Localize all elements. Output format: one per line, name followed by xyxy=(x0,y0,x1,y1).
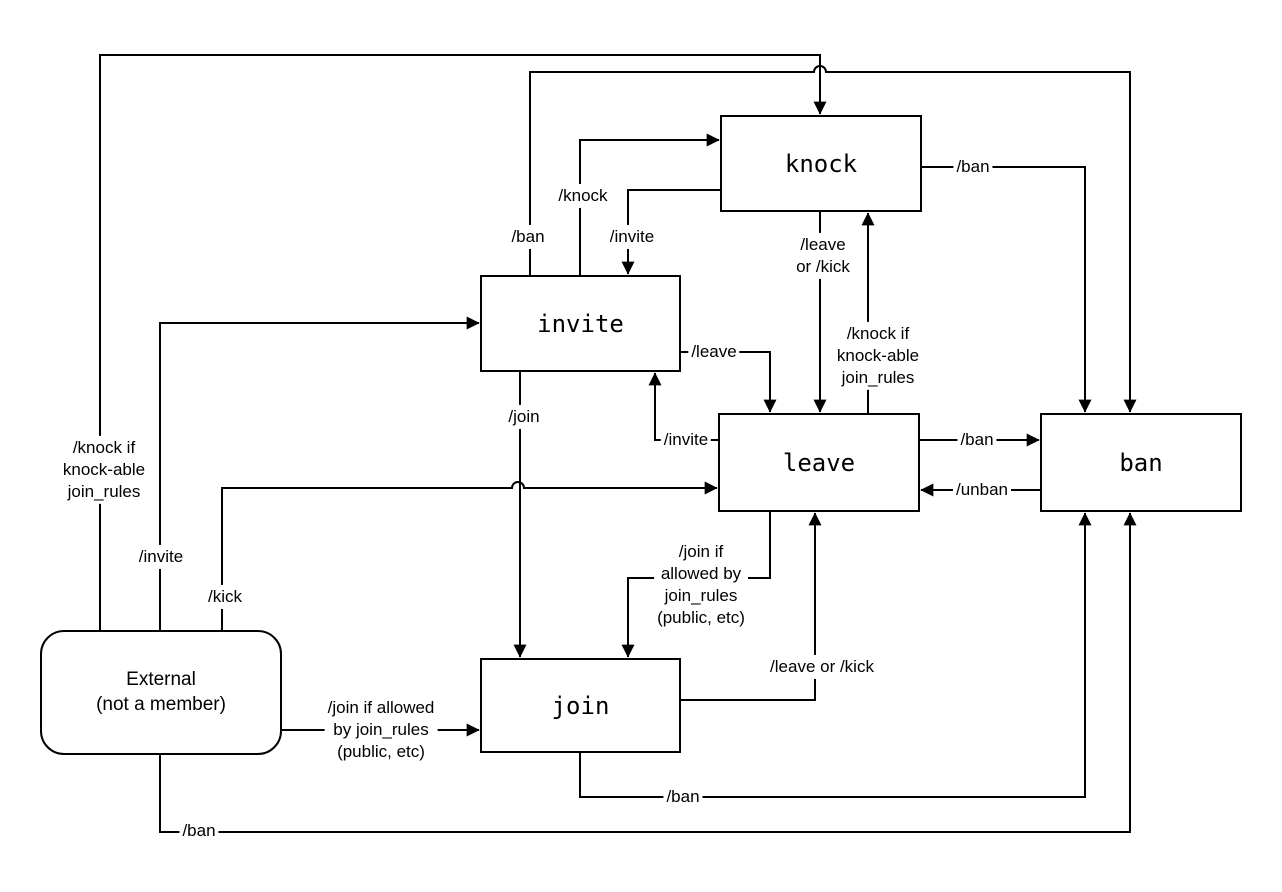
edge-external-to-knock xyxy=(99,54,827,630)
edge-label-leave-to-join: /join if allowed by join_rules (public, … xyxy=(654,539,748,631)
edge-join-to-ban xyxy=(579,512,1092,798)
state-node-knock: knock xyxy=(720,115,922,212)
edge-label-knock-to-leave: /leave or /kick xyxy=(793,232,853,280)
edge-label-join-to-ban: /ban xyxy=(663,784,703,810)
edge-label-ban-to-leave: /unban xyxy=(953,477,1011,503)
edge-label-knock-to-ban: /ban xyxy=(953,154,993,180)
edge-invite-to-knock xyxy=(579,133,720,275)
edge-external-to-invite xyxy=(159,316,480,630)
edge-join-to-leave xyxy=(681,512,822,701)
edge-external-to-ban xyxy=(159,512,1137,833)
edge-label-leave-to-ban: /ban xyxy=(957,427,997,453)
edge-invite-to-ban xyxy=(529,65,1137,413)
edge-external-to-leave xyxy=(221,481,718,630)
state-node-external: External (not a member) xyxy=(40,630,282,755)
state-node-invite: invite xyxy=(480,275,681,372)
edge-knock-to-ban xyxy=(922,166,1092,413)
edge-label-external-to-ban: /ban xyxy=(179,818,219,844)
state-node-join: join xyxy=(480,658,681,753)
edge-label-join-to-leave: /leave or /kick xyxy=(767,654,877,680)
edge-label-knock-to-invite: /invite xyxy=(606,224,658,250)
edge-label-external-to-leave: /kick xyxy=(205,584,245,610)
edge-label-invite-to-knock: /knock xyxy=(555,183,611,209)
edge-label-leave-to-invite: /invite xyxy=(660,427,712,453)
edge-label-invite-to-ban: /ban xyxy=(508,224,548,250)
edge-label-external-to-invite: /invite xyxy=(135,544,187,570)
state-node-leave: leave xyxy=(718,413,920,512)
edge-label-external-to-knock: /knock if knock-able join_rules xyxy=(59,435,149,505)
edge-label-invite-to-join: /join xyxy=(505,404,543,430)
state-node-ban: ban xyxy=(1040,413,1242,512)
edge-label-external-to-join: /join if allowed by join_rules (public, … xyxy=(324,695,438,765)
edge-label-leave-to-knock: /knock if knock-able join_rules xyxy=(833,321,923,391)
edge-label-invite-to-leave: /leave xyxy=(688,339,740,365)
